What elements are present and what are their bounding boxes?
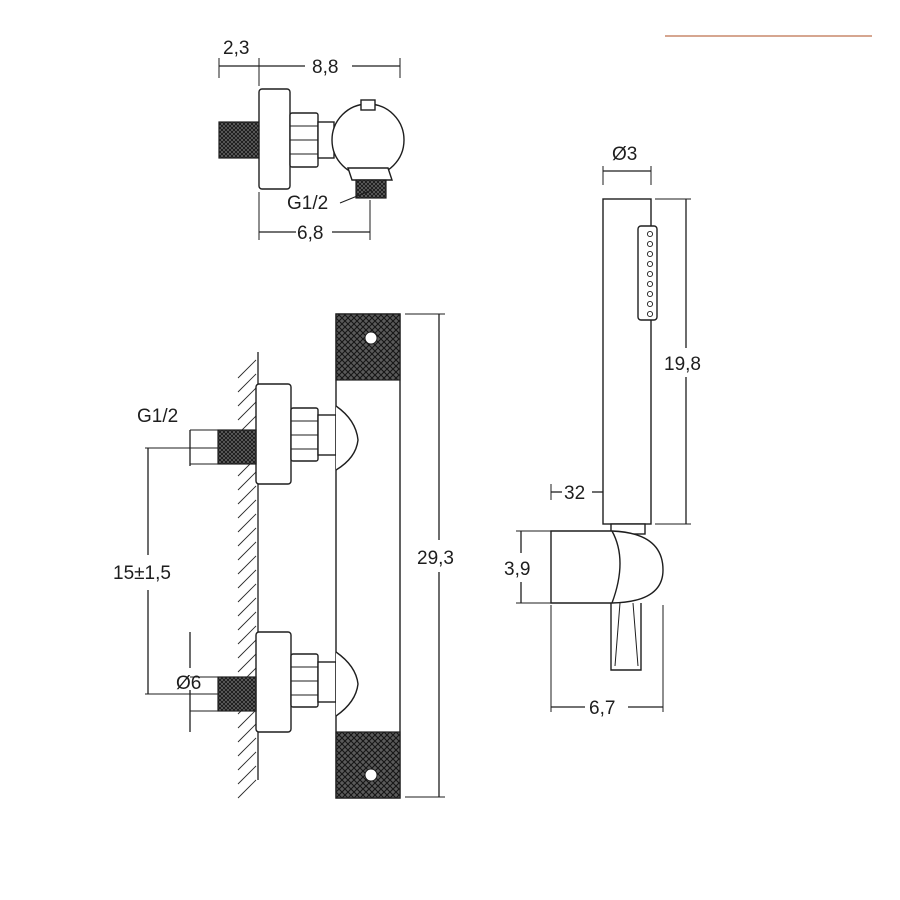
hatch-line bbox=[237, 499, 257, 519]
top-flange bbox=[258, 88, 291, 190]
dim-holder-offset: 32 bbox=[564, 483, 585, 504]
nozzle bbox=[646, 290, 654, 298]
nozzle-row bbox=[646, 230, 654, 318]
hatch-line bbox=[237, 765, 257, 785]
wall-hatch bbox=[237, 359, 257, 799]
hatch-line bbox=[237, 723, 257, 743]
hatch-line bbox=[237, 359, 257, 379]
upper-flange bbox=[255, 383, 292, 485]
hatch-line bbox=[237, 541, 257, 561]
lower-thread bbox=[217, 676, 257, 712]
handshower-view: Ø3 19,8 32 3,9 6,7 bbox=[504, 144, 701, 719]
dim-top-depth: 8,8 bbox=[312, 57, 338, 78]
upper-thread bbox=[217, 429, 257, 465]
dim-centers: 15±1,5 bbox=[113, 563, 171, 584]
upper-neck bbox=[317, 414, 337, 456]
hatch-line bbox=[237, 569, 257, 589]
hatch-line bbox=[237, 653, 257, 673]
hatch-line bbox=[237, 779, 257, 799]
hatch-line bbox=[237, 597, 257, 617]
hatch-line bbox=[237, 373, 257, 393]
upper-eccentric bbox=[335, 405, 359, 471]
hatch-line bbox=[237, 527, 257, 547]
top-outlet-thread bbox=[355, 179, 387, 199]
hatch-line bbox=[237, 625, 257, 645]
dim-holder-height: 3,9 bbox=[504, 559, 530, 580]
lower-knurl bbox=[335, 731, 401, 799]
dim-handshower-length: 19,8 bbox=[664, 354, 701, 375]
hatch-line bbox=[237, 471, 257, 491]
dim-top-offset: 2,3 bbox=[223, 38, 249, 59]
nozzle bbox=[646, 230, 654, 238]
hatch-line bbox=[237, 611, 257, 631]
hatch-line bbox=[237, 583, 257, 603]
lower-knurl-hole bbox=[364, 768, 378, 782]
hatch-line bbox=[237, 751, 257, 771]
hatch-line bbox=[237, 387, 257, 407]
hose bbox=[610, 603, 642, 671]
dim-top-outlet: 6,8 bbox=[297, 223, 323, 244]
top-outlet-body bbox=[347, 167, 393, 181]
dim-inlet-diameter: Ø6 bbox=[176, 673, 201, 694]
hatch-line bbox=[237, 513, 257, 533]
dim-top-thread: G1/2 bbox=[287, 193, 328, 214]
nozzle bbox=[646, 310, 654, 318]
dim-holder-depth: 6,7 bbox=[589, 698, 615, 719]
holder-body bbox=[550, 530, 664, 604]
dim-bar-length: 29,3 bbox=[417, 548, 454, 569]
hatch-line bbox=[237, 485, 257, 505]
upper-knurl bbox=[335, 313, 401, 381]
top-thread bbox=[218, 121, 260, 159]
dim-side-thread: G1/2 bbox=[137, 406, 178, 427]
hatch-line bbox=[237, 555, 257, 575]
top-round-body bbox=[331, 103, 405, 177]
lower-eccentric bbox=[335, 651, 359, 717]
hatch-line bbox=[237, 401, 257, 421]
dim-handshower-diameter: Ø3 bbox=[612, 144, 637, 165]
nozzle bbox=[646, 270, 654, 278]
main-bar bbox=[335, 313, 401, 799]
front-view: G1/2 15±1,5 Ø6 29,3 bbox=[113, 313, 454, 799]
upper-knurl-hole bbox=[364, 331, 378, 345]
lower-flange bbox=[255, 631, 292, 733]
nozzle bbox=[646, 240, 654, 248]
top-knob bbox=[360, 99, 376, 111]
nozzle bbox=[646, 300, 654, 308]
hatch-line bbox=[237, 737, 257, 757]
holder-curve bbox=[611, 530, 621, 604]
hatch-line bbox=[237, 709, 257, 729]
nozzle bbox=[646, 250, 654, 258]
hatch-line bbox=[237, 639, 257, 659]
nozzle bbox=[646, 260, 654, 268]
lower-neck bbox=[317, 661, 337, 703]
top-view: 2,3 8,8 G1/2 6,8 bbox=[218, 38, 405, 244]
nozzle bbox=[646, 280, 654, 288]
